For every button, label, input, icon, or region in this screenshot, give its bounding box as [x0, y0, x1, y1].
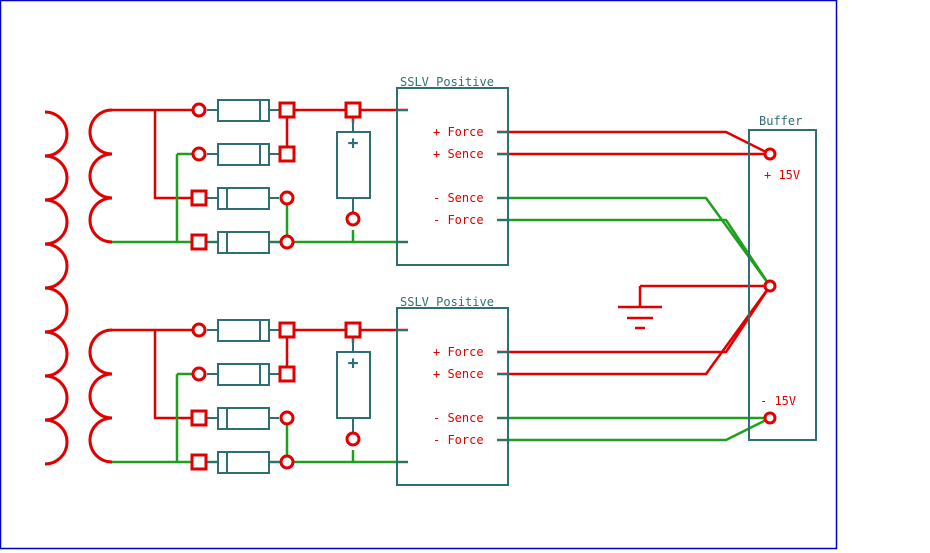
capacitor-polarity-upper: +: [348, 133, 359, 154]
drawing-frame: [0, 0, 838, 550]
capacitor-polarity-lower: +: [348, 353, 359, 374]
terminal-icon: [763, 411, 777, 425]
square-terminals: [190, 101, 362, 471]
pin-label: + Sence: [433, 147, 484, 161]
terminal-icon: [191, 146, 207, 162]
terminal-icon: [279, 190, 295, 206]
terminal-icon: [345, 431, 361, 447]
terminal-icon: [278, 101, 296, 119]
diodes: [207, 99, 279, 474]
ground-icon: [618, 305, 662, 330]
pin-label: + Force: [433, 125, 484, 139]
terminal-icon: [190, 189, 208, 207]
primary-winding: [44, 110, 69, 466]
diode-icon: [207, 143, 279, 166]
capacitor-icon: [336, 118, 371, 212]
diode-icon: [207, 99, 279, 122]
capacitor-icon: [336, 338, 371, 432]
terminal-icon: [344, 101, 362, 119]
diode-icon: [207, 231, 279, 254]
terminal-icon: [278, 145, 296, 163]
buffer-minus-label: - 15V: [760, 394, 796, 408]
pin-label: - Sence: [433, 191, 484, 205]
buffer-title: Buffer: [759, 114, 802, 128]
diode-icon: [207, 187, 279, 210]
pin-label: - Sence: [433, 411, 484, 425]
buffer-block: Buffer + 15V - 15V: [748, 114, 817, 441]
terminal-icon: [279, 454, 295, 470]
diode-icon: [207, 319, 279, 342]
diode-icon: [207, 363, 279, 386]
terminal-icon: [191, 366, 207, 382]
secondary-winding-upper: [88, 108, 113, 244]
secondary-winding-lower: [88, 328, 113, 464]
buffer-plus-label: + 15V: [764, 168, 800, 182]
diode-icon: [207, 407, 279, 430]
pin-label: - Force: [433, 433, 484, 447]
terminal-icon: [345, 211, 361, 227]
terminal-icon: [763, 147, 777, 161]
terminal-icon: [278, 321, 296, 339]
pin-label: - Force: [433, 213, 484, 227]
diode-icon: [207, 451, 279, 474]
terminal-icon: [190, 233, 208, 251]
terminal-icon: [278, 365, 296, 383]
terminal-icon: [191, 102, 207, 118]
terminal-icon: [279, 234, 295, 250]
module-title: SSLV Positive: [400, 75, 494, 89]
terminal-icon: [344, 321, 362, 339]
module-title: SSLV Positive: [400, 295, 494, 309]
round-terminals: [191, 102, 777, 470]
capacitors: [336, 118, 371, 432]
terminal-icon: [279, 410, 295, 426]
sslv-module-lower: SSLV Positive + Force + Sence - Sence - …: [396, 295, 509, 486]
terminal-icon: [191, 322, 207, 338]
terminal-icon: [190, 453, 208, 471]
terminal-icon: [190, 409, 208, 427]
terminal-icon: [763, 279, 777, 293]
pin-label: + Sence: [433, 367, 484, 381]
pin-label: + Force: [433, 345, 484, 359]
transformer-icon: [44, 108, 113, 466]
sslv-module-upper: SSLV Positive + Force + Sence - Sence - …: [396, 75, 509, 266]
